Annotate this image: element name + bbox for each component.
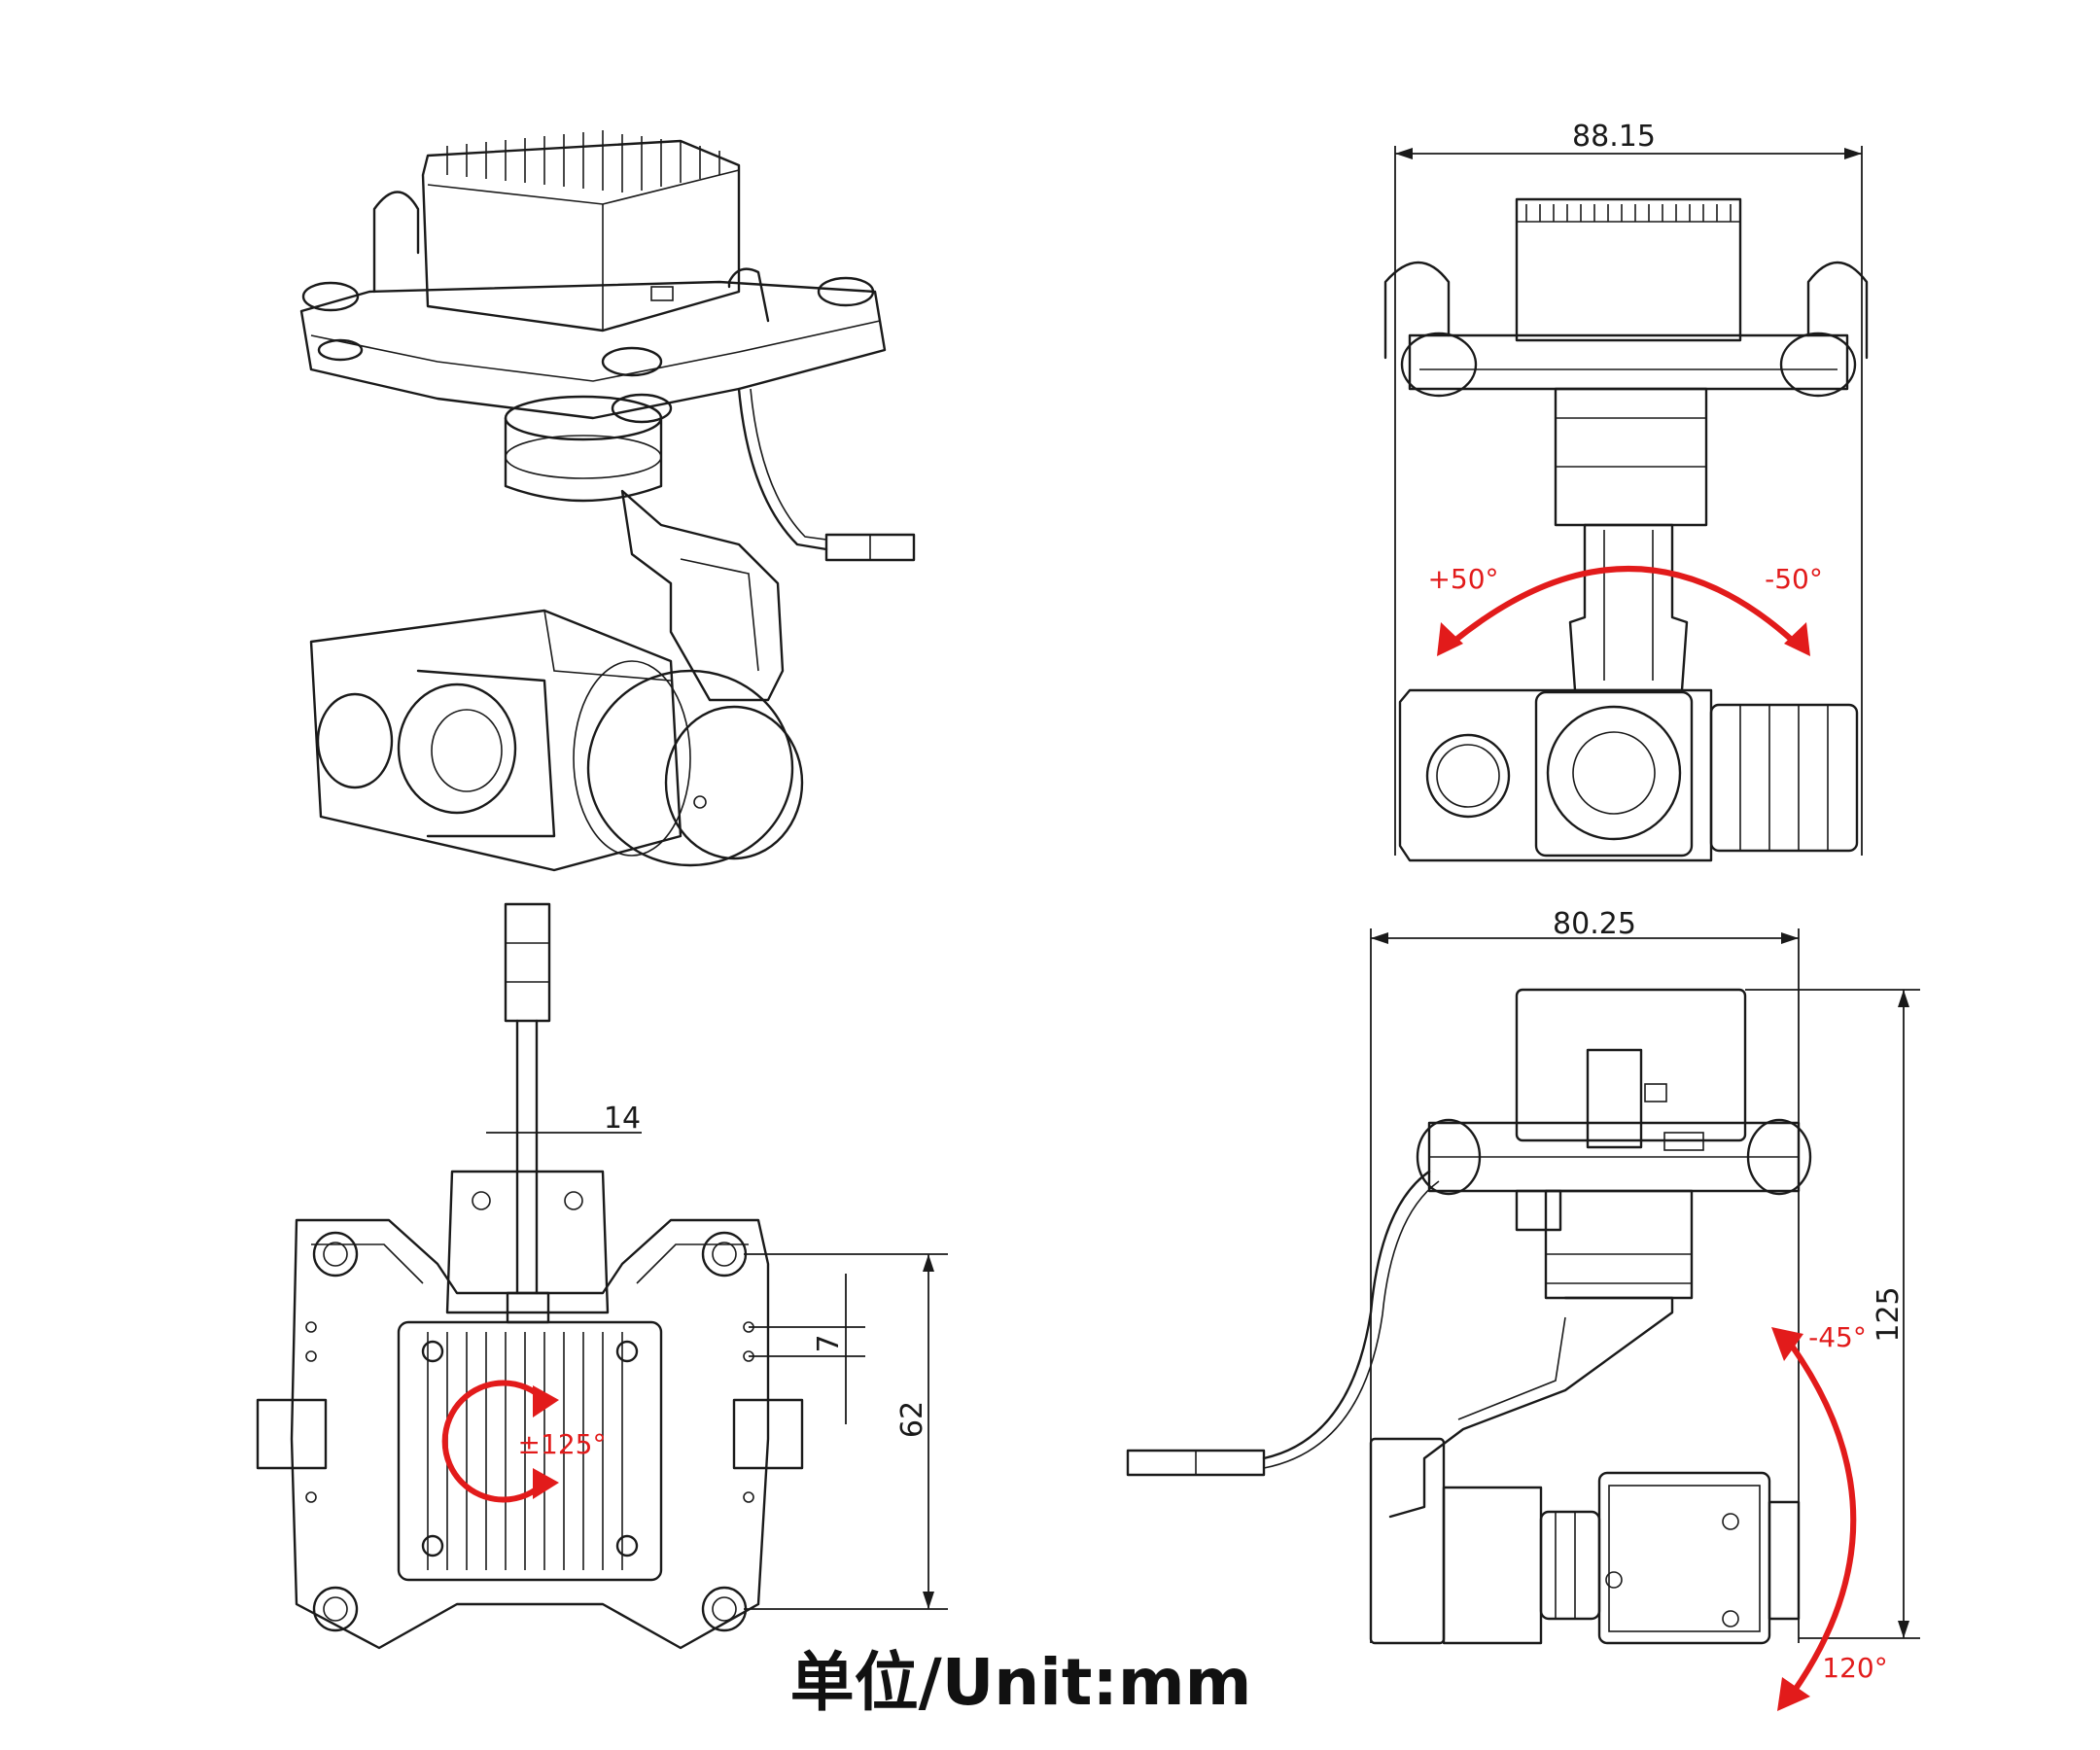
yaw-range-label: ±125° (518, 1428, 607, 1460)
isometric-view (299, 130, 916, 872)
dim-side-height: 125 (1872, 1286, 1906, 1342)
roll-positive-label: +50° (1427, 563, 1498, 595)
pitch-up-label: -45° (1808, 1321, 1867, 1353)
side-view: 80.25 125 (1126, 907, 1920, 1711)
front-heatsink-fins (1525, 204, 1732, 222)
unit-label: 单位/Unit:mm (790, 1645, 1252, 1720)
iso-heatsink-fins (446, 130, 720, 192)
roll-negative-label: -50° (1765, 563, 1823, 595)
dim-mount-height: 62 (895, 1401, 929, 1438)
front-view: 88.15 +50° -5 (1383, 120, 1869, 862)
dim-connector-width: 14 (604, 1102, 641, 1136)
dim-side-width: 80.25 (1553, 907, 1636, 941)
pitch-down-label: 120° (1822, 1652, 1887, 1684)
top-view: 14 ±125° (256, 902, 948, 1650)
dim-hole-spacing: 7 (812, 1334, 846, 1352)
dim-front-width: 88.15 (1572, 120, 1656, 154)
